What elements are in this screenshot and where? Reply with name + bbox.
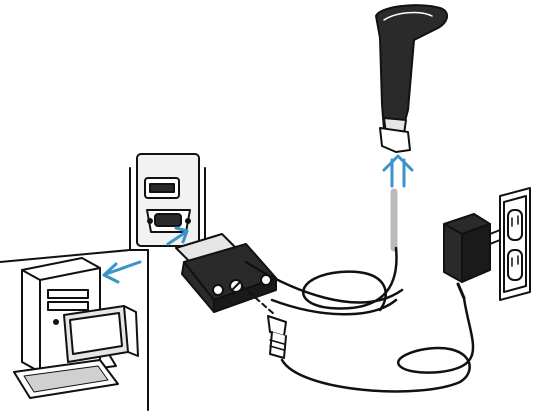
computer-back-panel <box>137 154 199 246</box>
outlet-icon <box>500 188 530 300</box>
barcode-scanner-icon <box>376 5 447 152</box>
computer-arrow <box>104 262 140 282</box>
scanner-cable <box>246 192 402 314</box>
scanner-arrow <box>384 156 412 186</box>
db9-connector-icon <box>176 234 276 312</box>
usb-port-icon <box>145 178 179 198</box>
